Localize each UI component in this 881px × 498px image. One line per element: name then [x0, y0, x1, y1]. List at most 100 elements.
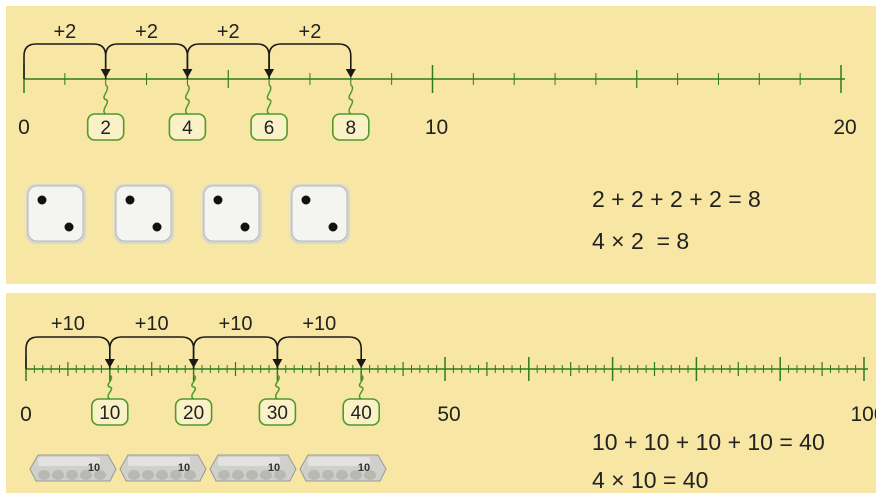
die-pip — [301, 195, 311, 205]
egg-tray-3: 10 — [209, 454, 297, 482]
tick-label: 20 — [833, 116, 856, 139]
die-pip — [328, 222, 338, 232]
egg-tray-1: 10 — [29, 454, 117, 482]
die-1 — [26, 184, 86, 244]
tray-lid — [308, 457, 370, 466]
tray-label: 10 — [178, 462, 190, 474]
jump-label: +10 — [219, 313, 253, 335]
tray-cup — [308, 470, 320, 480]
tray-cup — [66, 470, 78, 480]
tick-label: 10 — [425, 116, 448, 139]
tick-label: 100 — [850, 403, 876, 426]
value-connector — [184, 84, 190, 115]
multiplication-equation: 4 × 10 = 40 — [592, 467, 709, 493]
die-pip — [64, 222, 74, 232]
jump-label: +10 — [51, 313, 85, 335]
value-label: 20 — [183, 403, 204, 424]
jump-arc — [23, 43, 107, 79]
die-face — [291, 185, 348, 242]
tray-cup — [128, 470, 140, 480]
tray-label: 10 — [268, 462, 280, 474]
value-label: 8 — [346, 118, 357, 139]
tray-label: 10 — [88, 462, 100, 474]
jump-label: +2 — [299, 21, 322, 43]
die-pip — [125, 195, 135, 205]
die-4 — [290, 184, 350, 244]
value-box — [168, 113, 207, 141]
jump-arrowhead — [356, 359, 367, 368]
tray-cup — [274, 470, 286, 480]
tray-cup — [364, 470, 376, 480]
tick-label: 50 — [437, 403, 460, 426]
value-connector — [348, 84, 354, 115]
value-connector — [191, 374, 197, 400]
value-label: 10 — [99, 403, 120, 424]
tray-cup — [94, 470, 106, 480]
value-box — [174, 398, 213, 426]
value-box — [86, 113, 125, 141]
egg-tray-4: 10 — [299, 454, 387, 482]
jump-arc — [268, 43, 352, 79]
tray-cup — [260, 470, 272, 480]
jump-label: +10 — [135, 313, 169, 335]
value-connector — [266, 84, 272, 115]
tray-lid — [128, 457, 190, 466]
tray-cup — [142, 470, 154, 480]
die-pip — [213, 195, 223, 205]
tray-cup — [218, 470, 230, 480]
value-label: 6 — [264, 118, 275, 139]
jump-arc — [186, 43, 270, 79]
jump-arc — [192, 336, 279, 369]
value-box — [342, 398, 381, 426]
value-connector — [274, 374, 280, 400]
tray-cup — [246, 470, 258, 480]
die-face — [27, 185, 84, 242]
addition-equation: 2 + 2 + 2 + 2 = 8 — [592, 186, 761, 212]
jump-label: +10 — [302, 313, 336, 335]
egg-tray-2: 10 — [119, 454, 207, 482]
tray-cup — [232, 470, 244, 480]
tray-cup — [336, 470, 348, 480]
multiplication-equation: 4 × 2 = 8 — [592, 228, 690, 254]
value-box — [331, 113, 370, 141]
value-box — [91, 398, 129, 426]
tray-cup — [80, 470, 92, 480]
value-label: 40 — [351, 403, 372, 424]
die-face — [203, 185, 260, 242]
addition-equation: 10 + 10 + 10 + 10 = 40 — [592, 429, 825, 455]
jump-arc — [104, 43, 189, 79]
value-label: 30 — [267, 403, 288, 424]
value-box — [258, 398, 297, 426]
tray-cup — [184, 470, 196, 480]
value-label: 4 — [182, 118, 193, 139]
tray-lid — [218, 457, 280, 466]
jump-label: +2 — [135, 21, 158, 43]
tick-label: 0 — [18, 116, 30, 139]
die-2 — [114, 184, 174, 244]
value-connector — [358, 374, 364, 400]
jump-arc — [25, 336, 111, 369]
die-3 — [202, 184, 262, 244]
die-pip — [152, 222, 162, 232]
tray-cup — [350, 470, 362, 480]
value-box — [250, 113, 288, 141]
tray-cup — [156, 470, 168, 480]
die-face — [115, 185, 172, 242]
die-pip — [37, 195, 47, 205]
tray-cup — [170, 470, 182, 480]
value-connector — [107, 374, 113, 400]
value-label: 2 — [100, 118, 111, 139]
value-connector — [103, 84, 109, 115]
tray-lid — [38, 457, 100, 466]
tray-cup — [38, 470, 50, 480]
die-pip — [240, 222, 250, 232]
jump-arrowhead — [345, 69, 356, 78]
jump-arc — [276, 336, 362, 369]
jump-arc — [109, 336, 195, 369]
tray-cup — [52, 470, 64, 480]
tray-cup — [322, 470, 334, 480]
